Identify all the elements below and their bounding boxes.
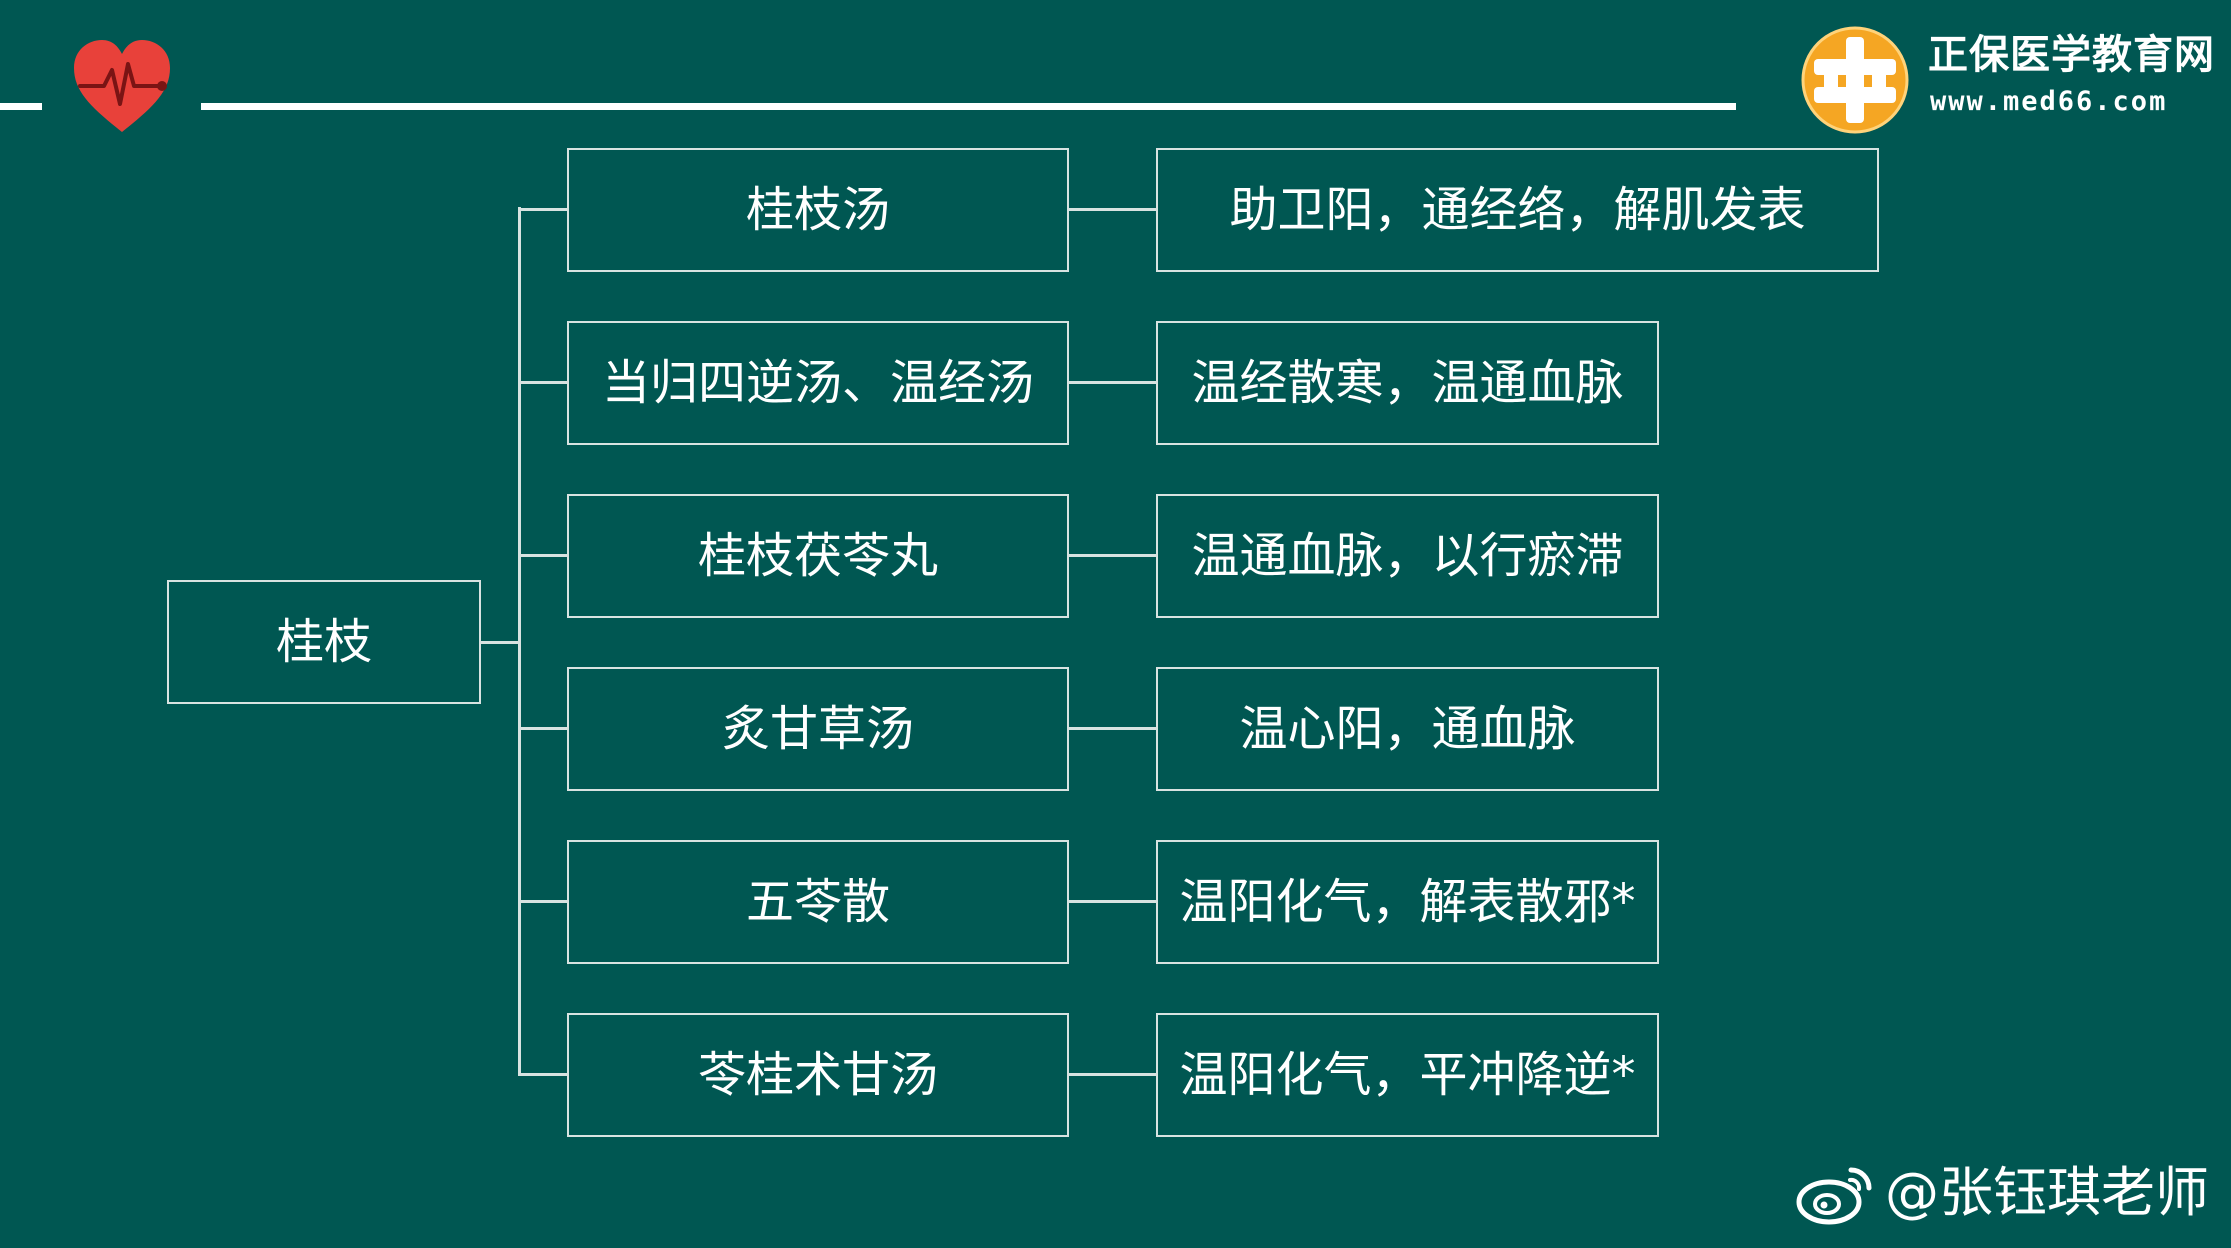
branch-connector [518, 381, 567, 384]
branch-connector [518, 900, 567, 903]
top-divider [201, 103, 1736, 110]
effect-node: 温通血脉，以行瘀滞 [1156, 494, 1659, 618]
heart-pulse-icon [74, 40, 170, 132]
effect-node: 温心阳，通血脉 [1156, 667, 1659, 791]
effect-connector [1069, 208, 1156, 211]
effect-node: 温阳化气，平冲降逆* [1156, 1013, 1659, 1137]
weibo-watermark: @张钰琪老师 [1795, 1158, 2209, 1228]
watermark-text: @张钰琪老师 [1885, 1161, 2209, 1224]
effect-connector [1069, 554, 1156, 557]
top-divider-left [0, 103, 42, 110]
weibo-icon [1796, 1167, 1872, 1225]
brand-url: www.med66.com [1930, 86, 2168, 117]
effect-connector [1069, 1073, 1156, 1076]
branch-connector [518, 554, 567, 557]
effect-connector [1069, 900, 1156, 903]
formula-node: 桂枝汤 [567, 148, 1069, 272]
formula-node: 当归四逆汤、温经汤 [567, 321, 1069, 445]
branch-connector [518, 208, 567, 211]
root-node: 桂枝 [167, 580, 481, 704]
effect-connector [1069, 381, 1156, 384]
formula-node: 炙甘草汤 [567, 667, 1069, 791]
effect-node: 温阳化气，解表散邪* [1156, 840, 1659, 964]
brand-emblem-icon [1801, 26, 1909, 134]
brand-name: 正保医学教育网 [1928, 31, 2215, 78]
formula-node: 五苓散 [567, 840, 1069, 964]
formula-node: 苓桂术甘汤 [567, 1013, 1069, 1137]
effect-node: 温经散寒，温通血脉 [1156, 321, 1659, 445]
branch-connector [518, 1073, 567, 1076]
root-connector [481, 641, 519, 644]
effect-connector [1069, 727, 1156, 730]
tree-trunk [518, 207, 521, 1075]
branch-connector [518, 727, 567, 730]
brand-logo[interactable]: 正保医学教育网 www.med66.com [1800, 22, 2220, 134]
effect-node: 助卫阳，通经络，解肌发表 [1156, 148, 1879, 272]
formula-node: 桂枝茯苓丸 [567, 494, 1069, 618]
